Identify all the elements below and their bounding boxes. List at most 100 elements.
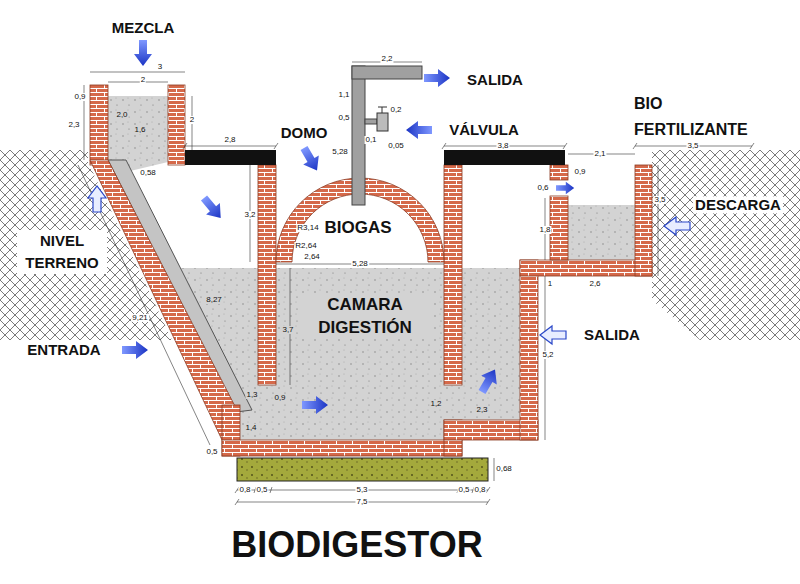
dimension-label: R3,14 <box>296 224 319 232</box>
part-label: NIVEL TERRENO <box>17 230 107 274</box>
dimension-label: R2,64 <box>294 242 317 250</box>
tank-floor <box>520 260 652 276</box>
dimension-label: 3 <box>157 63 163 71</box>
dimension-label: 8,27 <box>205 296 223 304</box>
part-label: BIO FERTILIZANTE <box>632 91 762 143</box>
dimension-label: 2,0 <box>115 111 128 119</box>
dimension-label: 0,8 <box>473 486 486 494</box>
dimension-label: 0,68 <box>495 465 513 473</box>
dimension-ticks <box>183 143 754 505</box>
dimension-label: 0,5 <box>255 486 268 494</box>
dimension-label: 0,58 <box>139 169 157 177</box>
brick-walls <box>90 85 652 456</box>
tank-wall <box>550 165 568 180</box>
inlet-wall <box>90 160 238 440</box>
inlet-pipe <box>108 160 252 412</box>
dimension-label: 2,2 <box>380 55 393 63</box>
dimension-label: 9,21 <box>131 314 149 322</box>
outlet-arrow <box>540 326 566 344</box>
dimension-label: 3,7 <box>281 326 294 334</box>
dimension-label: 5,28 <box>331 148 349 156</box>
dimension-label: 0,1 <box>364 136 377 144</box>
dimension-label: 2 <box>140 76 146 84</box>
part-label: MEZCLA <box>110 19 177 36</box>
dimension-label: 1,1 <box>337 91 350 99</box>
flow-arrow <box>197 192 228 223</box>
inlet-arrow <box>122 341 148 359</box>
valve-arrow <box>406 121 432 139</box>
part-label: SALIDA <box>465 71 525 88</box>
dimension-label: 0,9 <box>573 168 586 176</box>
dimension-label: 3,2 <box>243 211 256 219</box>
hopper-wall <box>90 85 108 165</box>
part-label: DESCARGA <box>693 196 783 213</box>
discharge-arrow <box>664 217 690 235</box>
pipe-vertical <box>352 66 365 205</box>
part-label: SALIDA <box>582 326 642 343</box>
valve-stub <box>365 119 377 124</box>
chamber-wall <box>258 165 276 385</box>
dimension-label: 2,3 <box>67 121 80 129</box>
dimension-label: 5,2 <box>541 351 554 359</box>
dimension-label: 2,3 <box>475 406 488 414</box>
dimension-label: 0,8 <box>238 486 251 494</box>
part-label: BIOGAS <box>322 218 393 238</box>
dimension-label: 0,5 <box>205 448 218 456</box>
dimension-label: 0,05 <box>387 142 405 150</box>
dimension-label: 2 <box>189 116 195 124</box>
hopper-wall <box>168 85 185 165</box>
overflow-arrow <box>556 182 574 195</box>
flow-arrow <box>474 365 503 397</box>
pipe-horizontal <box>352 66 422 79</box>
dimension-label: 2,64 <box>303 253 321 261</box>
dimension-label: 0,2 <box>389 106 402 114</box>
dome-arrow <box>296 144 325 176</box>
dimension-label: 0,9 <box>73 93 86 101</box>
dimension-label: 3,8 <box>496 142 509 150</box>
part-label: DOMO <box>279 124 330 141</box>
gas-out-arrow <box>424 69 450 87</box>
dimension-label: 7,5 <box>355 498 368 506</box>
dimension-label: 1 <box>547 280 553 288</box>
part-label: CAMARA DIGESTIÓN <box>300 293 430 339</box>
soil-right <box>652 150 800 340</box>
dimension-label: 5,28 <box>351 260 369 268</box>
dimension-label: 2,1 <box>593 150 606 158</box>
dimension-label: 0,9 <box>273 394 286 402</box>
dimension-label: 0,5 <box>337 114 350 122</box>
tank-wall <box>635 165 652 276</box>
flow-arrows <box>88 40 690 414</box>
dimension-label: 3,5 <box>653 196 666 204</box>
part-label: ENTRADA <box>25 341 102 358</box>
tank-fill <box>568 205 635 260</box>
foundation <box>237 458 488 481</box>
gas-pipe <box>352 66 422 205</box>
part-label: VÁLVULA <box>447 121 521 138</box>
dimension-label: 1,4 <box>244 424 257 432</box>
chamber-wall <box>444 165 462 385</box>
dimension-label: 1,8 <box>538 226 551 234</box>
dimension-label: 5,3 <box>355 486 368 494</box>
outlet-wall <box>520 260 538 440</box>
ground-level-arrow <box>88 186 106 212</box>
dimension-label: 1,6 <box>133 126 146 134</box>
dimension-label: 0,5 <box>457 486 470 494</box>
valve-body <box>377 113 388 131</box>
dimension-label: 2,6 <box>588 280 601 288</box>
dimension-label: 1,3 <box>245 391 258 399</box>
chamber-floor <box>222 440 462 456</box>
cover-slabs <box>185 150 565 165</box>
tank-wall <box>550 196 568 260</box>
slab <box>444 150 565 165</box>
dimension-label: 1,2 <box>429 400 442 408</box>
dimension-label: 3,5 <box>686 142 699 150</box>
flow-arrow <box>302 396 328 414</box>
valve-handle <box>378 107 387 113</box>
dimension-label: 0,6 <box>536 184 549 192</box>
mix-arrow <box>134 40 152 66</box>
diagram-title: BIODIGESTOR <box>229 524 484 565</box>
slab <box>185 150 276 165</box>
dimension-label: 2,8 <box>223 136 236 144</box>
